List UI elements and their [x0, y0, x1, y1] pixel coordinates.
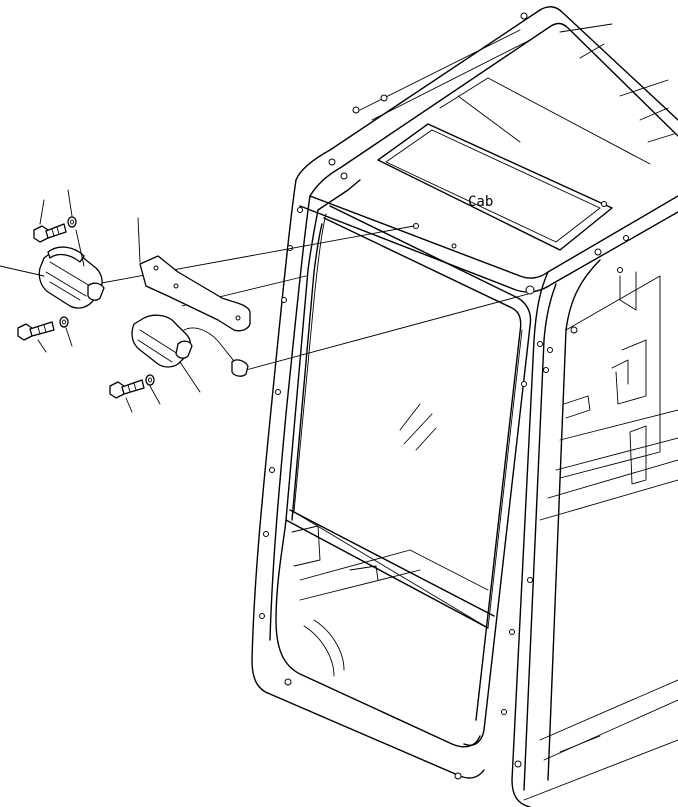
cab-body	[251, 6, 678, 807]
work-lamp-lower	[131, 314, 249, 377]
bolt-lower	[109, 379, 145, 399]
work-lamp-upper	[38, 246, 105, 309]
mounting-bracket	[139, 255, 251, 332]
washer-lower	[145, 374, 155, 386]
callout-lines	[0, 189, 201, 413]
washer-upper	[67, 216, 77, 228]
bolt-middle	[17, 321, 55, 341]
washer-middle	[59, 316, 69, 328]
cab-label: Cab	[468, 194, 493, 210]
bolt-upper	[33, 223, 67, 243]
